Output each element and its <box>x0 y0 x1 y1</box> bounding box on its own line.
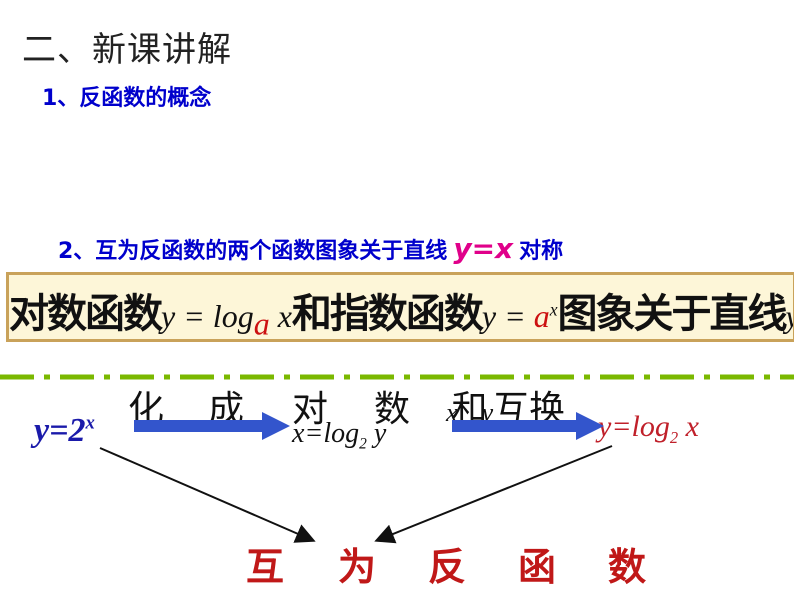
conclusion-char-1: 互 <box>246 544 285 589</box>
theorem-statement: 对数函数y = loga x和指数函数y = ax图象关于直线y = x对称 <box>9 281 794 342</box>
heading-2-text: 2、互为反函数的两个函数图象关于直线 <box>58 239 448 264</box>
theorem-part-1: 对数函数 <box>9 290 163 337</box>
heading-2-equation: y=x <box>453 232 514 265</box>
section-heading-1: 1、反函数的概念 <box>42 86 212 111</box>
converge-arrow-left <box>99 447 316 543</box>
block-arrow-2 <box>452 412 604 440</box>
page-title: 二、新课讲解 <box>22 30 232 70</box>
heading-2-suffix: 对称 <box>519 239 564 264</box>
conclusion-char-2: 为 <box>338 544 377 589</box>
label-shu: 数 <box>374 389 411 430</box>
exp-equation: y = ax <box>481 298 558 334</box>
dashed-divider <box>0 374 794 380</box>
equation-exponential: y=2x <box>34 412 95 449</box>
theorem-box: 对数函数y = loga x和指数函数y = ax图象关于直线y = x对称 <box>6 272 794 342</box>
theorem-part-3: 图象关于直线 <box>557 290 788 337</box>
conclusion-char-3: 反 <box>428 544 467 589</box>
label-dui: 对 <box>292 389 329 430</box>
converge-arrow-right <box>374 445 613 544</box>
block-arrow-1 <box>134 412 290 440</box>
conclusion-char-4: 函 <box>518 544 557 589</box>
line-equation: y = x <box>786 298 794 334</box>
theorem-part-2: 和指数函数 <box>291 290 484 337</box>
conclusion-char-5: 数 <box>608 544 647 589</box>
log-equation: y = loga x <box>161 298 292 342</box>
equation-log-y: y=log2 x <box>598 410 699 447</box>
equation-log-x: x=log2 y <box>292 418 387 453</box>
